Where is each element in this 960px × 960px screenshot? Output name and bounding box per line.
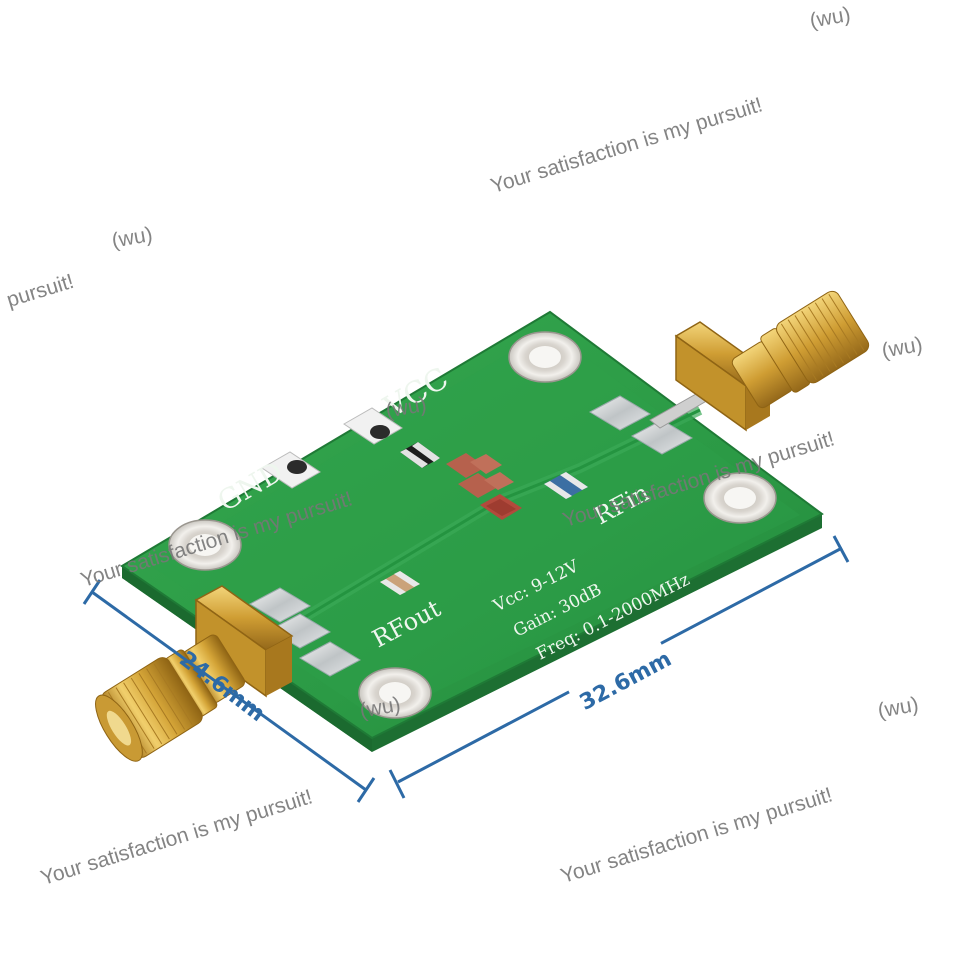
mounting-hole-top — [508, 331, 582, 383]
resistor-vcc — [400, 442, 440, 468]
sma-connector-rfin — [649, 290, 870, 432]
capacitor-output — [380, 571, 420, 595]
mounting-hole-left — [168, 519, 242, 571]
solder-pads-rfin — [588, 395, 694, 455]
amplifier-ic — [480, 494, 522, 520]
vcc-pad — [343, 407, 403, 445]
gnd-pad — [261, 451, 321, 489]
capacitor-array — [446, 453, 514, 498]
mounting-hole-bottom — [358, 667, 432, 719]
capacitor-input — [544, 472, 588, 499]
sma-connector-rfout — [95, 585, 294, 762]
mounting-hole-right — [703, 472, 777, 524]
